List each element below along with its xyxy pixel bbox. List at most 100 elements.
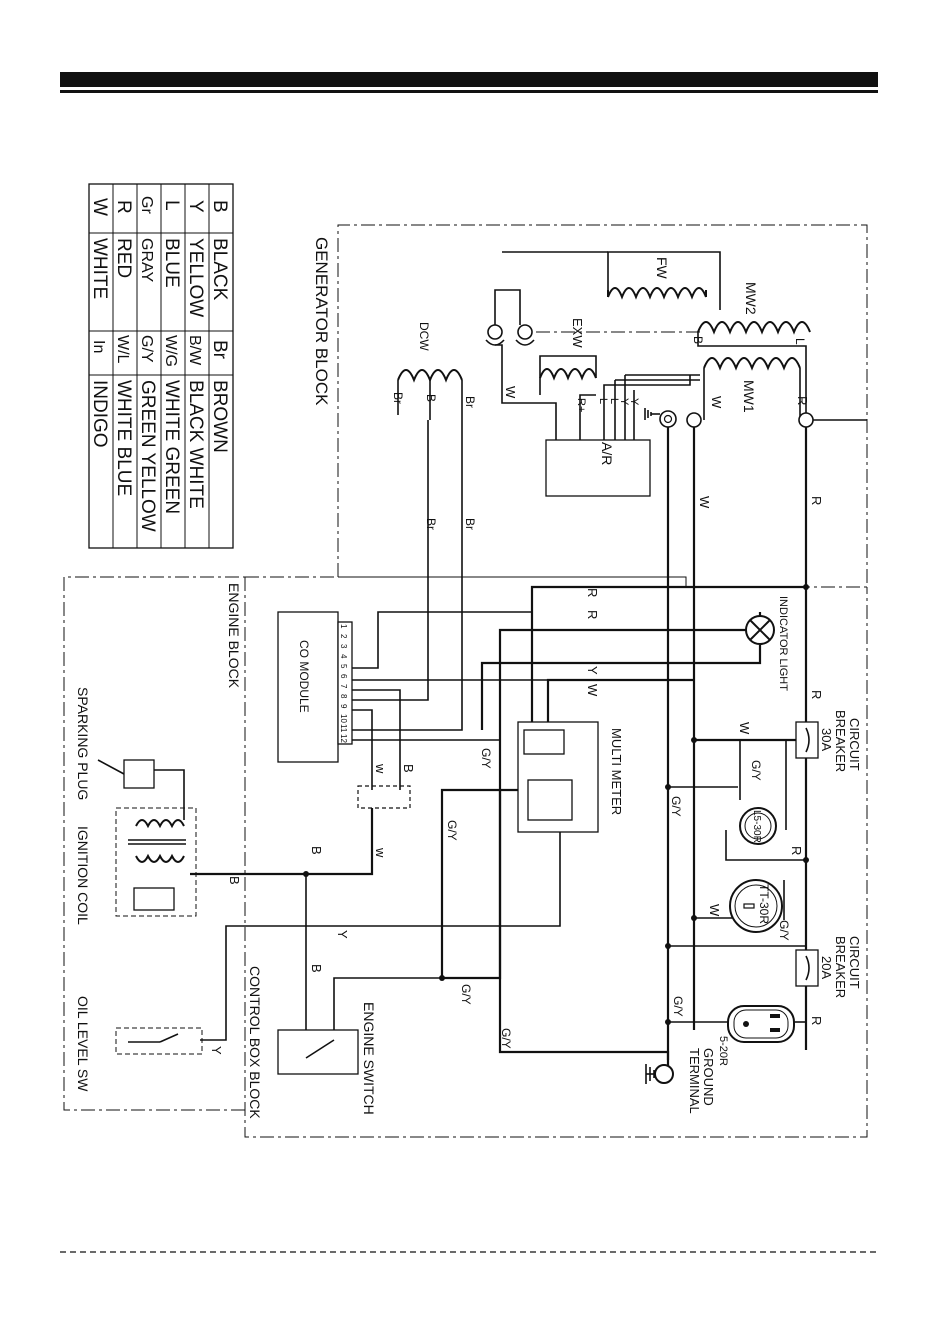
legend-code: G/Y xyxy=(138,335,155,363)
co-pin-number: 2 xyxy=(339,634,348,639)
wire-Br: Br xyxy=(463,518,477,530)
outlet-5-20r xyxy=(727,1005,795,1043)
wire-W: W xyxy=(707,904,722,917)
legend-code: W/L xyxy=(114,335,131,364)
legend-name: BLUE xyxy=(161,238,182,288)
breaker-30a-rating: 30A xyxy=(819,728,834,751)
wire-GY: G/Y xyxy=(671,996,685,1017)
terminal-w xyxy=(686,412,702,428)
wire-Br: Br xyxy=(463,396,477,408)
dcw-label: DCW xyxy=(417,322,431,351)
avr-box xyxy=(545,439,651,497)
outlet-5-20r-label: 5-20R xyxy=(717,1036,729,1066)
block-outlines xyxy=(63,224,868,1138)
wire-L: L xyxy=(597,398,609,404)
co-module-box xyxy=(277,611,339,763)
co-pin-number: 5 xyxy=(339,664,348,669)
breaker-30a-label: CIRCUIT xyxy=(847,718,862,771)
wire-L: L xyxy=(793,338,807,345)
wire-W: W xyxy=(709,396,724,409)
breaker-20a-word: BREAKER xyxy=(833,936,848,998)
oil-level-sw-label: OIL LEVEL SW xyxy=(75,996,91,1092)
legend-name: INDIGO xyxy=(89,380,110,448)
wire-R: R xyxy=(585,610,600,619)
wire-GY: G/Y xyxy=(479,748,493,769)
wire-B: B xyxy=(401,764,416,773)
dcw-coil xyxy=(397,369,463,420)
legend-code: Gr xyxy=(138,196,155,214)
ignition-coil-label: IGNITION COIL xyxy=(75,826,91,925)
slip-rings xyxy=(485,289,700,440)
legend-code: R xyxy=(113,200,134,214)
wire-R: R xyxy=(809,690,824,699)
color-legend: B BLACK Y YELLOW L BLUE Gr GRAY R RED W … xyxy=(88,183,234,549)
wire-GY: G/Y xyxy=(777,920,791,941)
wire-W: W xyxy=(737,722,752,735)
wire-GY: G/Y xyxy=(749,760,763,781)
main-wires xyxy=(154,420,809,1070)
wire-Br: Br xyxy=(424,518,438,530)
avr-label: A/R xyxy=(599,442,615,465)
ground-terminal-icon xyxy=(645,1064,674,1084)
wire-w: w xyxy=(373,847,388,858)
mw1-coil xyxy=(703,357,801,420)
wire-GY: G/Y xyxy=(445,820,459,841)
co-pin-number: 12 xyxy=(339,734,348,743)
fw-label: FW xyxy=(654,257,670,280)
outlet-l5-30r-label: L5-30R xyxy=(751,810,762,843)
terminal-label: TERMINAL xyxy=(687,1048,702,1114)
legend-code: W xyxy=(89,198,110,216)
multi-meter-label: MULTI METER xyxy=(609,728,624,815)
oil-level-sw-box xyxy=(115,1027,203,1055)
ignition-module xyxy=(133,887,175,911)
mw2-coil xyxy=(697,321,811,420)
engine-switch-box xyxy=(277,1029,359,1075)
wire-GY: G/Y xyxy=(669,796,683,817)
legend-code: W/G xyxy=(162,335,179,367)
mw1-label: MW1 xyxy=(741,380,757,413)
terminal-r xyxy=(798,412,814,428)
wire-Y: Y xyxy=(335,930,350,939)
co-pin-number: 3 xyxy=(339,644,348,649)
mw2-label: MW2 xyxy=(743,282,759,315)
legend-name: WHITE xyxy=(89,238,110,299)
co-module-label: CO MODULE xyxy=(297,640,311,713)
wire-W: W xyxy=(697,496,712,509)
legend-name: BROWN xyxy=(209,380,230,453)
meter-switch xyxy=(527,779,573,821)
control-box-block-label: CONTROL BOX BLOCK xyxy=(247,966,263,1119)
legend-name: WHITE BLUE xyxy=(113,380,134,496)
legend-name: WHITE GREEN xyxy=(161,380,182,514)
wire-R: R xyxy=(795,396,810,405)
co-pin-number: 10 xyxy=(339,714,348,723)
wire-W: W xyxy=(503,386,518,399)
exw-label: EXW xyxy=(570,318,585,348)
legend-name: GREEN YELLOW xyxy=(137,380,158,532)
legend-name: GRAY xyxy=(138,238,155,282)
wire-W: W xyxy=(585,684,600,697)
header-bar xyxy=(60,72,878,87)
ground-label: GROUND xyxy=(701,1048,716,1106)
wire-B: B xyxy=(691,336,705,344)
breaker-20a-rating: 20A xyxy=(819,956,834,979)
wire-R: R xyxy=(809,496,824,505)
wire-w: w xyxy=(373,763,388,774)
avr-ground-icon xyxy=(644,408,660,420)
generator-block-label: GENERATOR BLOCK xyxy=(312,237,331,406)
legend-name: BLACK WHITE xyxy=(185,380,206,509)
wire-L: L xyxy=(608,398,620,404)
co-pin-number: 8 xyxy=(339,694,348,699)
legend-code: L xyxy=(161,200,182,211)
breaker-20a-label: CIRCUIT xyxy=(847,936,862,989)
avr-leads xyxy=(579,374,700,440)
engine-block-label: ENGINE BLOCK xyxy=(226,583,242,689)
outlet-l5-30r xyxy=(739,807,777,845)
wire-Br: Br xyxy=(391,392,405,404)
engine-switch-label: ENGINE SWITCH xyxy=(361,1002,377,1115)
wire-R: R xyxy=(789,846,804,855)
wire-Y: Y xyxy=(628,398,640,406)
co-pin-number: 11 xyxy=(339,724,348,733)
breaker-20a xyxy=(795,949,819,987)
co-pin-number: 4 xyxy=(339,654,348,659)
